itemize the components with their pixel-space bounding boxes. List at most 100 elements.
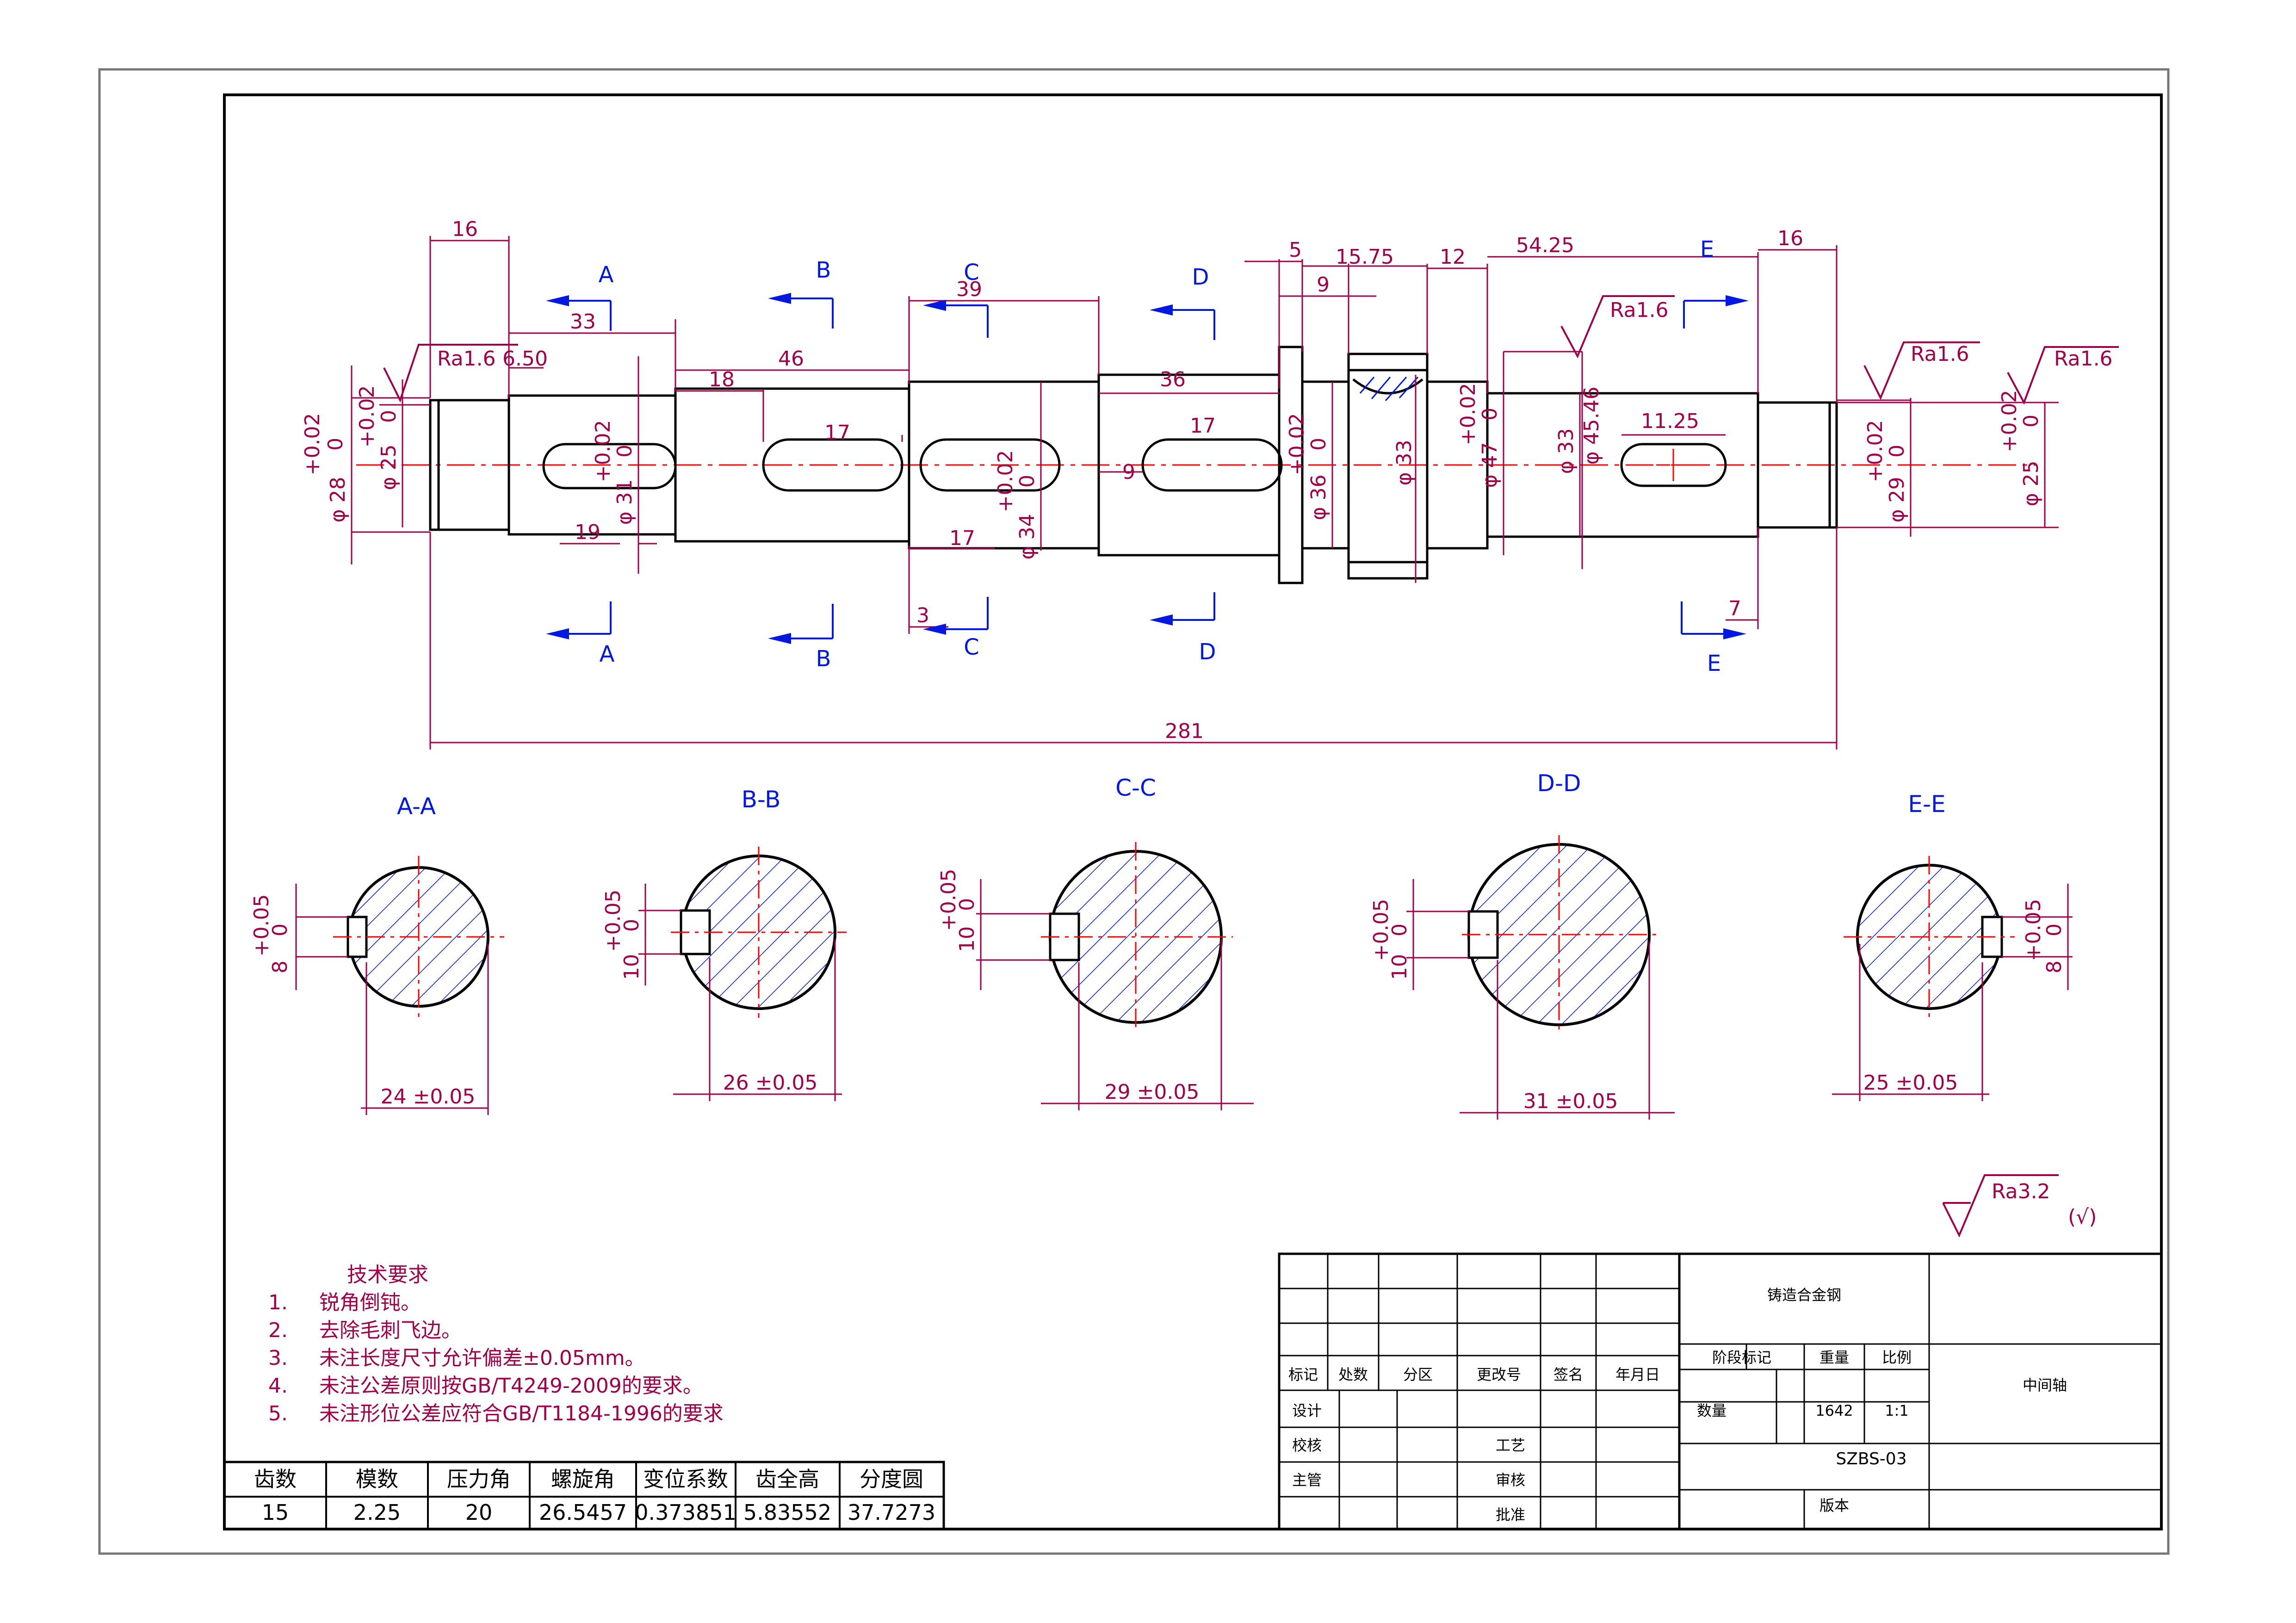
dim-12: 12 bbox=[1440, 245, 1466, 269]
roughness-label-1: Ra1.6 bbox=[437, 347, 496, 371]
tech-text-2: 去除毛刺飞边。 bbox=[319, 1319, 462, 1342]
rev-header-count: 处数 bbox=[1338, 1366, 1368, 1383]
dim-33: 33 bbox=[570, 310, 596, 334]
dim-phi47: φ 47 bbox=[1478, 442, 1502, 488]
dim-17-slot1: 17 bbox=[824, 421, 850, 445]
section-title-d-d: D-D bbox=[1537, 770, 1581, 797]
section-c-c bbox=[976, 842, 1254, 1110]
section-d-d bbox=[1406, 835, 1675, 1120]
dim-6-50: 6.50 bbox=[502, 347, 548, 371]
section-letter-b-top: B bbox=[816, 257, 831, 283]
dim-phi33-step: φ 33 bbox=[1554, 428, 1578, 474]
dim-54-25: 54.25 bbox=[1516, 234, 1574, 257]
dim-tol-zero-34: 0 bbox=[1015, 475, 1039, 488]
dim-phi31: φ 31 bbox=[613, 479, 637, 525]
section-c-width: 29 ±0.05 bbox=[1105, 1080, 1200, 1104]
section-letter-d-top: D bbox=[1192, 264, 1209, 290]
tech-num-2: 2. bbox=[268, 1319, 288, 1342]
label-stage-mark: 阶段标记 bbox=[1712, 1349, 1771, 1366]
gear-value-pitch-diameter: 37.7273 bbox=[848, 1500, 935, 1525]
title-drawing-number: SZBS-03 bbox=[1836, 1450, 1906, 1468]
label-approve: 批准 bbox=[1496, 1506, 1525, 1524]
rev-header-mark: 标记 bbox=[1288, 1366, 1318, 1383]
section-b-key-depth: 10 bbox=[620, 954, 644, 980]
gear-value-shift-coef: 0.373851 bbox=[635, 1500, 736, 1525]
gear-value-module: 2.25 bbox=[353, 1500, 401, 1525]
section-d-width: 31 ±0.05 bbox=[1523, 1090, 1618, 1113]
dim-phi28: φ 28 bbox=[326, 477, 350, 523]
gear-header-pitch-diameter: 分度圆 bbox=[860, 1467, 923, 1492]
section-b-width: 26 ±0.05 bbox=[723, 1071, 818, 1095]
tech-text-1: 锐角倒钝。 bbox=[319, 1291, 421, 1314]
dim-7: 7 bbox=[1728, 597, 1741, 620]
technical-requirements: 技术要求 1. 锐角倒钝。 2. 去除毛刺飞边。 3. 未注长度尺寸允许偏差±0… bbox=[268, 1263, 724, 1425]
dim-tol-plus-31: +0.02 bbox=[591, 420, 615, 483]
dim-39: 39 bbox=[956, 278, 982, 301]
tech-text-5: 未注形位公差应符合GB/T1184-1996的要求 bbox=[319, 1402, 724, 1425]
section-title-c-c: C-C bbox=[1115, 774, 1156, 801]
dim-9-slot: 9 bbox=[1122, 460, 1135, 484]
section-b-key-tol: +0.05 bbox=[601, 890, 625, 952]
section-e-key-depth: 8 bbox=[2042, 960, 2066, 973]
section-e-width: 25 ±0.05 bbox=[1863, 1071, 1958, 1095]
dim-18: 18 bbox=[709, 368, 735, 391]
label-review: 审核 bbox=[1496, 1471, 1525, 1489]
section-letter-b-bottom: B bbox=[816, 646, 831, 672]
gear-header-tooth-height: 齿全高 bbox=[755, 1467, 819, 1492]
section-b-b bbox=[638, 847, 847, 1101]
label-check: 校核 bbox=[1292, 1437, 1322, 1454]
inner-frame bbox=[223, 93, 2163, 1530]
section-letter-a-bottom: A bbox=[600, 641, 615, 667]
section-a-width: 24 ±0.05 bbox=[381, 1085, 476, 1109]
tech-num-5: 5. bbox=[268, 1402, 288, 1425]
section-e-key-tol0: 0 bbox=[2042, 923, 2066, 936]
dim-tol-zero-28: 0 bbox=[324, 438, 347, 451]
dim-11-25: 11.25 bbox=[1641, 409, 1699, 433]
section-b-key-tol0: 0 bbox=[620, 919, 644, 932]
dim-16-right: 16 bbox=[1777, 227, 1803, 250]
dim-3: 3 bbox=[916, 604, 929, 627]
section-letter-e-top: E bbox=[1700, 236, 1714, 262]
section-d-key-tol: +0.05 bbox=[1369, 899, 1393, 961]
gear-header-teeth: 齿数 bbox=[254, 1467, 297, 1492]
dim-46: 46 bbox=[778, 347, 804, 371]
gear-parameter-table: 齿数 模数 压力角 螺旋角 变位系数 齿全高 分度圆 15 2.25 20 26… bbox=[223, 1461, 945, 1530]
dim-17-slot3: 17 bbox=[1190, 414, 1216, 438]
rev-header-change-no: 更改号 bbox=[1477, 1366, 1521, 1383]
shaft-main-view bbox=[356, 346, 2036, 584]
dim-phi34: φ 34 bbox=[1015, 514, 1039, 560]
dim-tol-zero-29: 0 bbox=[1885, 445, 1909, 458]
section-a-a bbox=[295, 856, 504, 1115]
dim-phi25-left: φ 25 bbox=[377, 445, 401, 490]
section-d-key-tol0: 0 bbox=[1388, 923, 1411, 936]
dim-phi45-46: φ 45.46 bbox=[1580, 387, 1603, 465]
label-design: 设计 bbox=[1292, 1402, 1322, 1419]
gear-value-tooth-height: 5.83552 bbox=[743, 1500, 831, 1525]
label-chief: 主管 bbox=[1292, 1471, 1322, 1489]
section-e-key-tol: +0.05 bbox=[2022, 899, 2045, 961]
gear-header-helix-angle: 螺旋角 bbox=[551, 1467, 615, 1492]
dim-tol-plus-47: +0.02 bbox=[1456, 383, 1480, 446]
section-title-b-b: B-B bbox=[742, 786, 781, 813]
dim-tol-zero-25b: 0 bbox=[2019, 415, 2043, 427]
section-letter-e-bottom: E bbox=[1707, 650, 1721, 676]
dim-tol-plus-25a: +0.02 bbox=[355, 385, 379, 448]
outer-frame bbox=[98, 68, 2170, 1555]
section-c-key-depth: 10 bbox=[955, 926, 979, 952]
roughness-symbols bbox=[383, 295, 2119, 1238]
title-block bbox=[1278, 1252, 2163, 1530]
dim-tol-zero-47: 0 bbox=[1478, 408, 1502, 421]
dim-5: 5 bbox=[1289, 238, 1302, 262]
label-process: 工艺 bbox=[1496, 1437, 1525, 1454]
gear-value-helix-angle: 26.5457 bbox=[539, 1500, 627, 1525]
gear-header-module: 模数 bbox=[356, 1467, 398, 1492]
tech-heading: 技术要求 bbox=[347, 1263, 428, 1287]
roughness-label-3: Ra1.6 bbox=[1911, 342, 1969, 366]
section-c-key-tol0: 0 bbox=[955, 898, 979, 911]
dim-19: 19 bbox=[575, 520, 600, 544]
tech-text-4: 未注公差原则按GB/T4249-2009的要求。 bbox=[319, 1374, 703, 1398]
section-letter-a-top: A bbox=[599, 262, 614, 288]
section-title-e-e: E-E bbox=[1908, 791, 1945, 818]
dim-tol-plus-29: +0.02 bbox=[1863, 420, 1887, 483]
dim-phi33-gear-root: φ 33 bbox=[1392, 440, 1416, 486]
